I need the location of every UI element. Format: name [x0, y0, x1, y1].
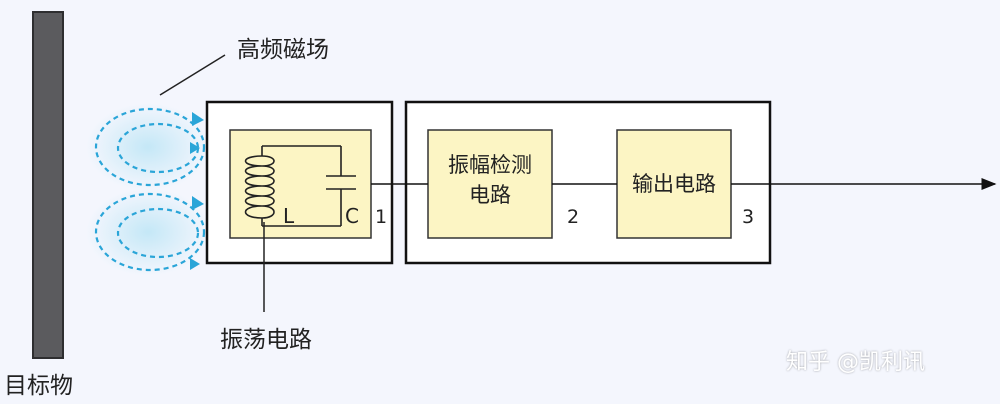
target-object-bar	[32, 11, 64, 359]
field-leader-line	[159, 54, 226, 96]
amp-detect-label: 振幅检测 电路	[428, 150, 552, 210]
oscillator-label: 振荡电路	[220, 327, 312, 353]
amp-detect-box	[427, 129, 553, 239]
amp-detect-label-line1: 振幅检测	[448, 153, 532, 177]
watermark: 知乎 @凯利讯	[786, 350, 925, 375]
stage-3-number: 3	[742, 206, 755, 228]
magnetic-field	[86, 103, 210, 276]
output-circuit-label: 输出电路	[632, 172, 716, 196]
target-label: 目标物	[4, 373, 73, 399]
magnetic-field-label: 高频磁场	[237, 37, 329, 63]
capacitor-label: C	[345, 204, 359, 228]
inductor-label: L	[283, 204, 295, 228]
lc-wiring	[244, 145, 356, 227]
output-circuit-box	[616, 129, 732, 239]
amp-detect-label-line2: 电路	[469, 183, 511, 207]
stage-2-number: 2	[567, 206, 580, 228]
stage-1-number: 1	[375, 206, 388, 228]
